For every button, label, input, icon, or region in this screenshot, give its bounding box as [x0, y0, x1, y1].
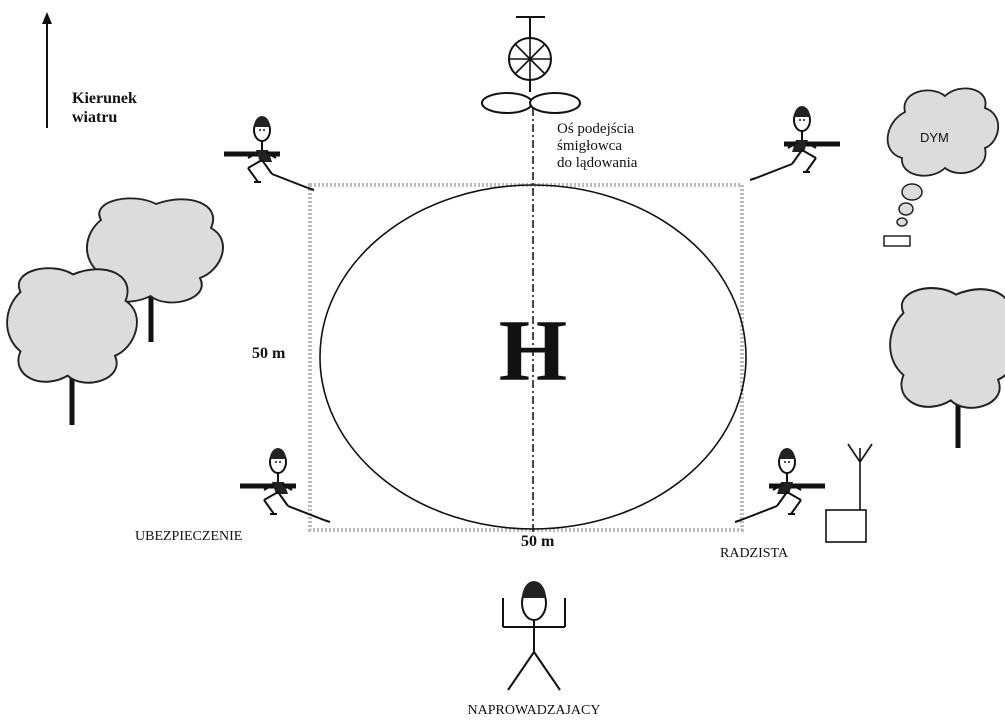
wind-label-line2: wiatru [72, 109, 117, 126]
helipad-h-marker: H [499, 303, 567, 400]
tree-left-front [6, 267, 138, 425]
helicopter-icon [481, 16, 581, 114]
smoke-label: DYM [920, 130, 949, 145]
security-label: UBEZPIECZENIE [135, 529, 242, 544]
guide-label: NAPROWADZAJACY [467, 703, 600, 718]
approach-axis-label-line3: do lądowania [557, 155, 638, 171]
soldier-top-left [224, 116, 314, 190]
tree-left-back [85, 197, 224, 342]
wind-direction-arrow [42, 12, 52, 128]
soldier-bottom-right [735, 448, 825, 522]
radio-icon [825, 443, 873, 543]
guide-figure [502, 581, 566, 691]
smoke-cloud-icon [883, 87, 1000, 247]
soldier-top-right [750, 106, 840, 180]
tree-right [889, 287, 1005, 448]
dimension-left-label: 50 m [252, 345, 286, 362]
approach-axis-label-line1: Oś podejścia [557, 121, 634, 137]
wind-label-line1: Kierunek [72, 90, 137, 107]
radio-operator-label: RADZISTA [720, 546, 789, 561]
soldier-bottom-left [240, 448, 330, 522]
dimension-bottom-label: 50 m [521, 533, 555, 550]
approach-axis-label-line2: śmigłowca [557, 138, 622, 154]
